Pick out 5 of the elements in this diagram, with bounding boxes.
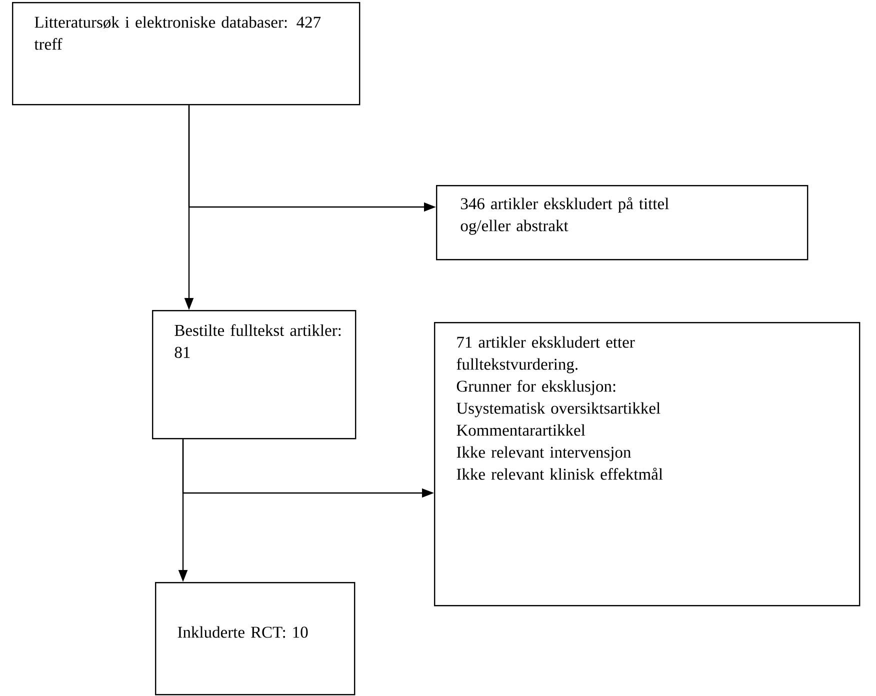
flow-box: Bestilte fulltekst artikler: 81 xyxy=(152,310,356,440)
flow-box: Litteratursøk i elektroniske databaser: 427 treff xyxy=(12,2,360,106)
flow-box: 71 artikler ekskludert etter fulltekstvurdering. Grunner for eksklusjon: Usystematisk oversiktsartikkel Kommentarartikkel Ikke relevant intervensjon Ikke relevant klinisk effektmål xyxy=(434,322,860,606)
flow-box: Inkluderte RCT: 10 xyxy=(155,582,356,696)
flow-box: 346 artikler ekskludert på tittel og/eller abstrakt xyxy=(436,185,808,260)
